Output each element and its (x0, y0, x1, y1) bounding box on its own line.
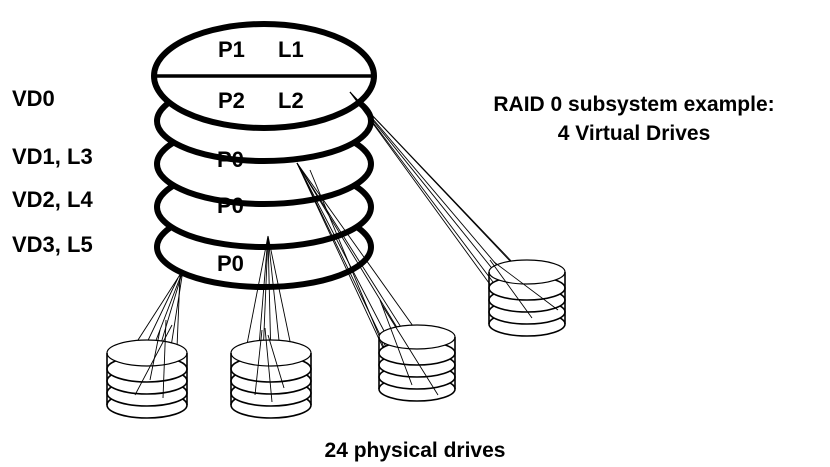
vd0-label: VD0 (12, 86, 55, 111)
physical-drive-group-1 (106, 339, 188, 419)
vd3-label: VD3, L5 (12, 232, 93, 257)
vd2-label: VD2, L4 (12, 187, 93, 212)
vd1-label: VD1, L3 (12, 144, 93, 169)
connection-line-tips (134, 259, 559, 403)
partition-p2-label: P2 (218, 88, 245, 113)
physical-drive-group-3 (378, 324, 456, 402)
physical-drive-group-2 (230, 339, 312, 419)
diagram-caption: 24 physical drives (325, 439, 506, 462)
partition-l2-label: L2 (278, 88, 304, 113)
vd1-partition-label: P0 (217, 147, 244, 172)
physical-drive-group-4 (488, 259, 566, 337)
diagram-title: RAID 0 subsystem example: (493, 93, 774, 116)
vd2-partition-label: P0 (217, 193, 244, 218)
vd3-partition-label: P0 (217, 251, 244, 276)
partition-p1-label: P1 (218, 37, 245, 62)
diagram-subtitle: 4 Virtual Drives (558, 122, 711, 145)
partition-l1-label: L1 (278, 37, 304, 62)
